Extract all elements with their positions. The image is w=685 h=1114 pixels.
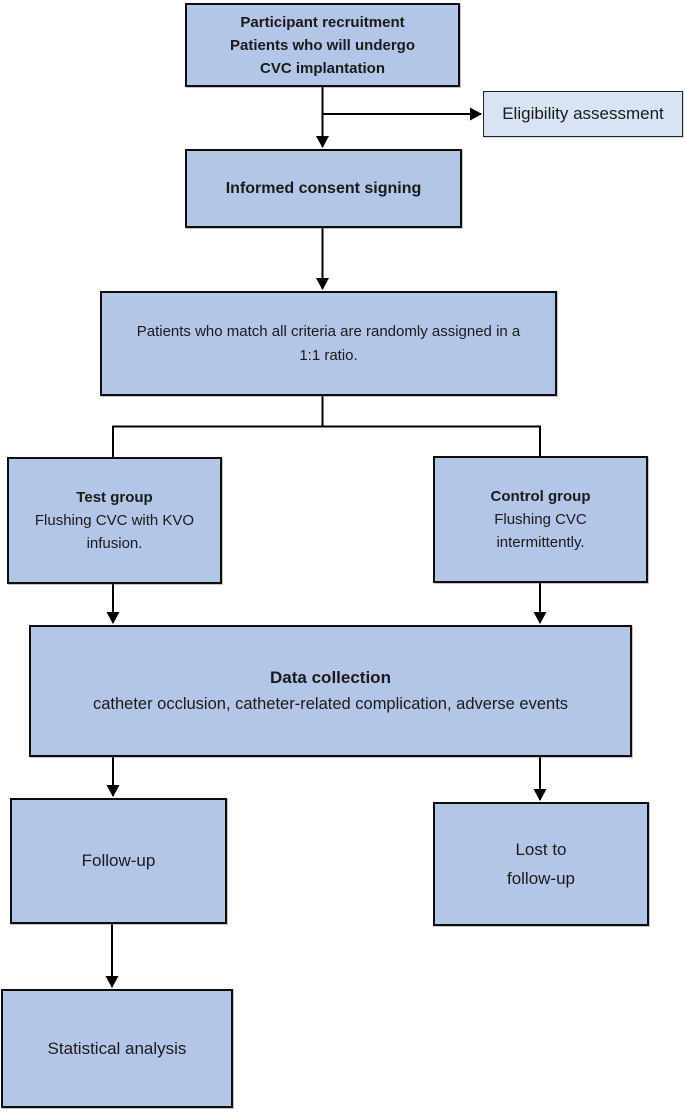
node-subtitle: catheter occlusion, catheter-related com… (92, 695, 569, 713)
node-text-line: CVC implantation (259, 59, 385, 77)
node-eligibility-assessment: Eligibility assessment (483, 91, 683, 137)
node-randomization: Patients who match all criteria are rand… (100, 291, 557, 396)
node-text-line: infusion. (86, 535, 143, 552)
node-title: Test group (76, 489, 153, 506)
node-text-line: follow-up (506, 869, 576, 888)
node-title: Data collection (270, 668, 391, 687)
node-label: Informed consent signing (225, 179, 422, 197)
node-label: Statistical analysis (47, 1038, 187, 1058)
node-label: Eligibility assessment (502, 104, 664, 123)
node-text-line: 1:1 ratio. (299, 346, 358, 364)
node-title: Control group (490, 488, 591, 505)
node-text-line: Flushing CVC (494, 511, 587, 528)
node-statistical-analysis: Statistical analysis (1, 989, 233, 1108)
node-participant-recruitment: Participant recruitment Patients who wil… (185, 3, 460, 87)
connector-randomization-split (112, 396, 541, 458)
node-lost-to-follow-up: Lost to follow-up (433, 802, 649, 926)
node-data-collection: Data collection catheter occlusion, cath… (29, 625, 632, 757)
node-text-line: Flushing CVC with KVO (34, 512, 195, 529)
node-text-line: Patients who match all criteria are rand… (136, 322, 521, 340)
node-informed-consent: Informed consent signing (185, 149, 462, 228)
node-text-line: intermittently. (496, 534, 585, 551)
node-follow-up: Follow-up (10, 798, 227, 924)
node-text-line: Participant recruitment (240, 13, 405, 31)
node-text-line: Lost to (515, 840, 567, 859)
node-control-group: Control group Flushing CVC intermittentl… (433, 456, 648, 583)
node-label: Follow-up (81, 851, 156, 870)
node-text-line: Patients who will undergo (229, 36, 415, 54)
node-test-group: Test group Flushing CVC with KVO infusio… (7, 457, 222, 584)
